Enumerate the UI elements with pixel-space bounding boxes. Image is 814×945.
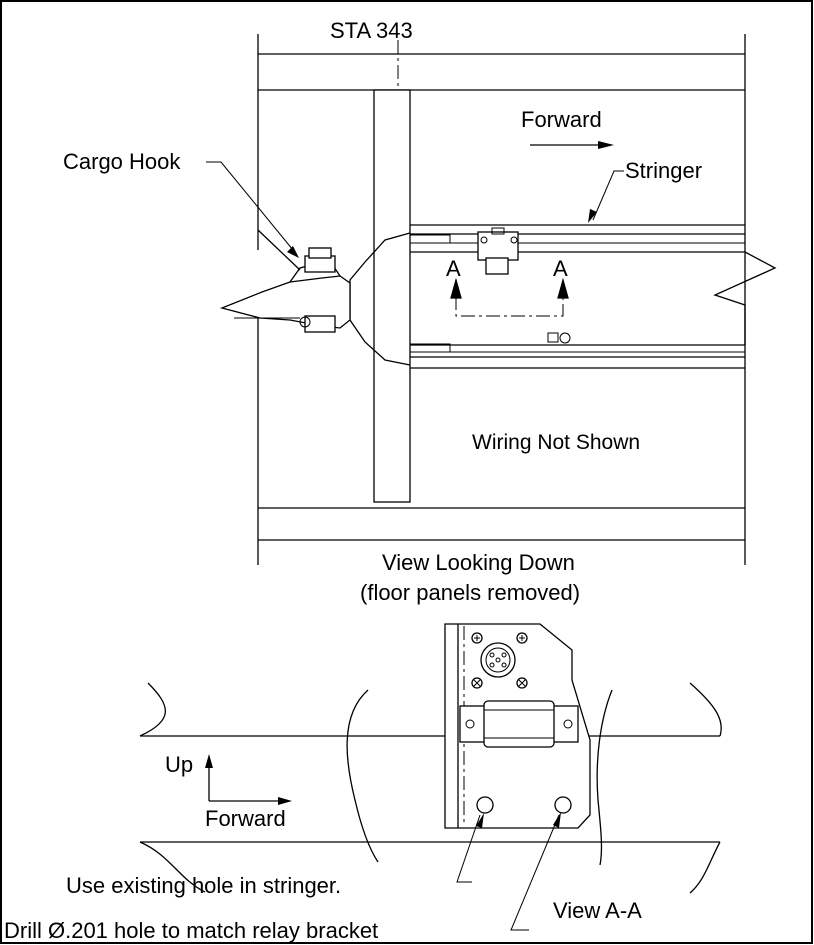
top-view: STA 343 bbox=[63, 18, 777, 605]
top-view-caption-line2: (floor panels removed) bbox=[360, 580, 580, 605]
ground-stud-plan bbox=[547, 332, 571, 344]
stringer-callout: Stringer bbox=[588, 158, 702, 223]
top-view-caption-line1: View Looking Down bbox=[382, 550, 575, 575]
stringer-upper bbox=[410, 224, 745, 253]
relay-bracket bbox=[444, 623, 591, 829]
section-letter-right: A bbox=[553, 256, 568, 281]
station-label: STA 343 bbox=[330, 18, 413, 43]
orientation-axes: Up Forward bbox=[165, 752, 292, 831]
section-view-label: View A-A bbox=[553, 898, 642, 923]
section-cut-line: A A bbox=[446, 256, 569, 317]
hole-callouts: Use existing hole in stringer. Drill Ø.2… bbox=[4, 812, 561, 943]
section-view-a-a: Up Forward Use existing hole in stringer… bbox=[4, 623, 722, 943]
wiring-note: Wiring Not Shown bbox=[472, 431, 640, 454]
drilled-hole bbox=[554, 796, 572, 814]
hole-note-existing: Use existing hole in stringer. bbox=[66, 873, 341, 898]
cargo-hook bbox=[219, 247, 351, 333]
cargo-hook-callout: Cargo Hook bbox=[63, 149, 299, 258]
forward-label-section: Forward bbox=[205, 806, 286, 831]
relay-plan-view bbox=[477, 227, 519, 275]
hole-note-drill: Drill Ø.201 hole to match relay bracket bbox=[4, 918, 378, 943]
section-letter-left: A bbox=[446, 256, 461, 281]
stringer-label: Stringer bbox=[625, 158, 702, 183]
stringer-lower bbox=[410, 344, 745, 369]
existing-hole bbox=[476, 796, 494, 814]
up-label: Up bbox=[165, 752, 193, 777]
forward-label-top: Forward bbox=[521, 107, 602, 132]
forward-arrow: Forward bbox=[521, 107, 614, 149]
cargo-hook-label: Cargo Hook bbox=[63, 149, 181, 174]
